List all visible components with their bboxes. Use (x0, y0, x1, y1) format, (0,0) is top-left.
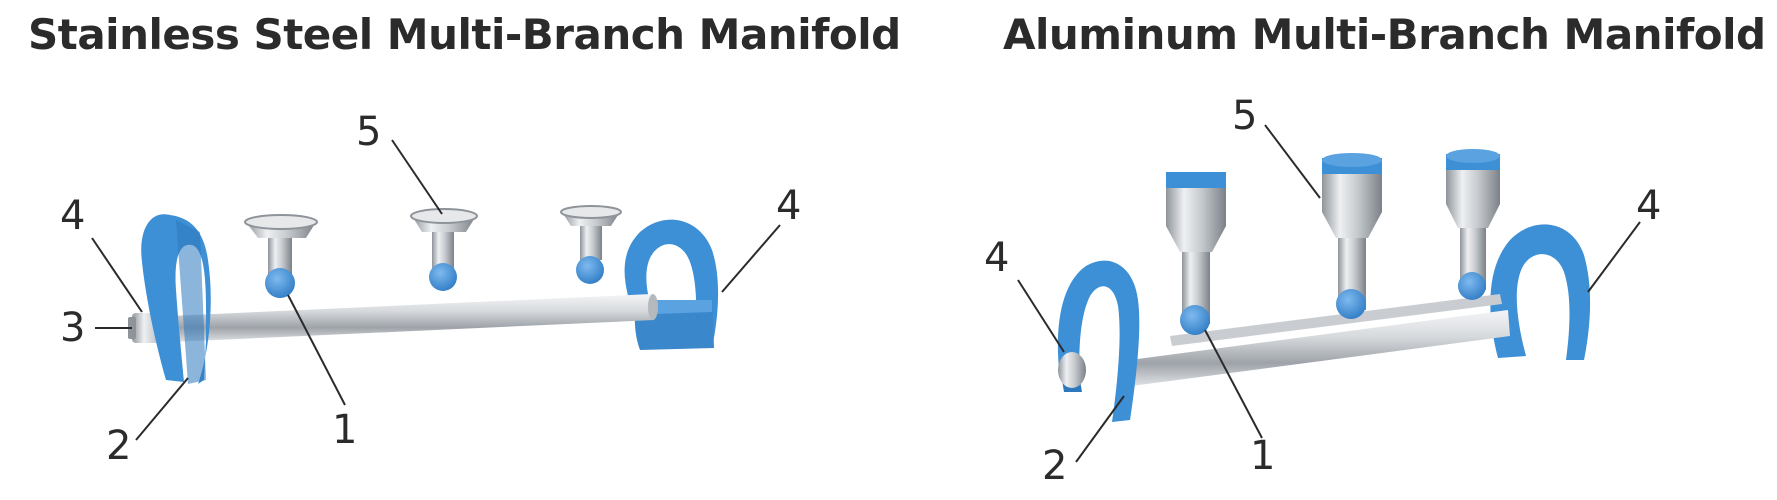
right-handle (1490, 224, 1591, 360)
aluminum-callout-4-left: 4 (984, 235, 1010, 281)
stainless-manifold-title: Stainless Steel Multi-Branch Manifold (28, 10, 901, 59)
aluminum-callout-4-right: 4 (1636, 183, 1662, 229)
aluminum-leader-lines (1017, 124, 1641, 463)
right-handle (624, 219, 719, 350)
stainless-callout-4-right: 4 (776, 183, 802, 229)
funnel-1 (1166, 172, 1226, 335)
stainless-callout-4-left: 4 (60, 193, 86, 239)
aluminum-callout-1: 1 (1250, 433, 1276, 479)
end-cap (1058, 352, 1086, 388)
aluminum-callout-5: 5 (1232, 93, 1258, 139)
aluminum-manifold-title: Aluminum Multi-Branch Manifold (1003, 10, 1766, 59)
stainless-callout-3: 3 (60, 305, 86, 351)
left-handle (1057, 260, 1140, 422)
funnel-2 (1322, 153, 1382, 319)
stainless-manifold-drawing (91, 139, 781, 441)
stainless-leader-lines (91, 139, 781, 441)
main-pipe (170, 294, 658, 342)
stainless-callout-2: 2 (106, 423, 132, 469)
stainless-callout-5: 5 (356, 109, 382, 155)
valve-3 (560, 205, 622, 284)
aluminum-callout-2: 2 (1042, 443, 1068, 489)
stainless-callout-1: 1 (332, 407, 358, 453)
aluminum-manifold-drawing (1017, 124, 1641, 463)
funnel-3 (1446, 149, 1500, 300)
valve-1 (244, 214, 318, 298)
left-handle (141, 214, 211, 384)
valve-2 (410, 208, 478, 291)
